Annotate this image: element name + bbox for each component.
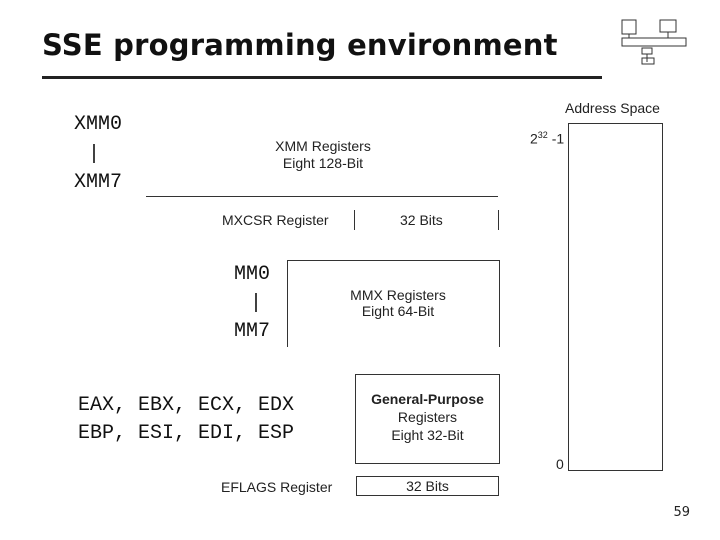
address-space-title: Address Space [565, 100, 660, 116]
xmm-box-line1: XMM Registers [275, 138, 371, 154]
mm-first-label: MM0 [234, 263, 271, 286]
address-top-suffix: -1 [547, 130, 565, 147]
xmm-first-label: XMM0 [74, 113, 123, 136]
xmm-separator: | [88, 143, 101, 166]
general-purpose-registers-box: General-Purpose Registers Eight 32-Bit [355, 374, 500, 464]
gp-box-line3: Eight 32-Bit [391, 427, 464, 443]
gp-box-line2: Registers [397, 409, 458, 425]
gp-registers-line2: EBP, ESI, EDI, ESP [78, 422, 295, 445]
mxcsr-divider-right [498, 210, 499, 230]
xmm-last-label: XMM7 [74, 171, 123, 194]
mxcsr-divider-left [354, 210, 355, 230]
address-top-base: 2 [530, 130, 538, 147]
eflags-bits-box: 32 Bits [356, 476, 499, 496]
mmx-box-line1: MMX Registers [350, 287, 446, 303]
address-space-box [568, 123, 663, 471]
page-number: 59 [673, 505, 690, 520]
mmx-box-line2: Eight 64-Bit [361, 303, 435, 319]
mm-separator: | [250, 292, 263, 315]
diagram-thumbnail-icon [621, 19, 687, 65]
mxcsr-register-label: MXCSR Register [222, 212, 329, 228]
slide-title: SSE programming environment [42, 28, 558, 62]
xmm-box-bottom-border [146, 196, 498, 197]
mxcsr-bits-label: 32 Bits [400, 212, 443, 228]
mmx-registers-box: MMX Registers Eight 64-Bit [287, 260, 500, 347]
xmm-box-line2: Eight 128-Bit [282, 155, 364, 171]
gp-box-line1: General-Purpose [371, 391, 484, 407]
address-space-top-label: 232 -1 [530, 130, 564, 147]
address-space-bottom-label: 0 [556, 456, 564, 472]
xmm-registers-box-text: XMM Registers Eight 128-Bit [258, 138, 388, 172]
mm-last-label: MM7 [234, 320, 271, 343]
gp-registers-line1: EAX, EBX, ECX, EDX [78, 394, 295, 417]
address-top-exponent: 32 [537, 130, 548, 140]
title-underline [42, 76, 602, 79]
eflags-register-label: EFLAGS Register [221, 479, 333, 495]
